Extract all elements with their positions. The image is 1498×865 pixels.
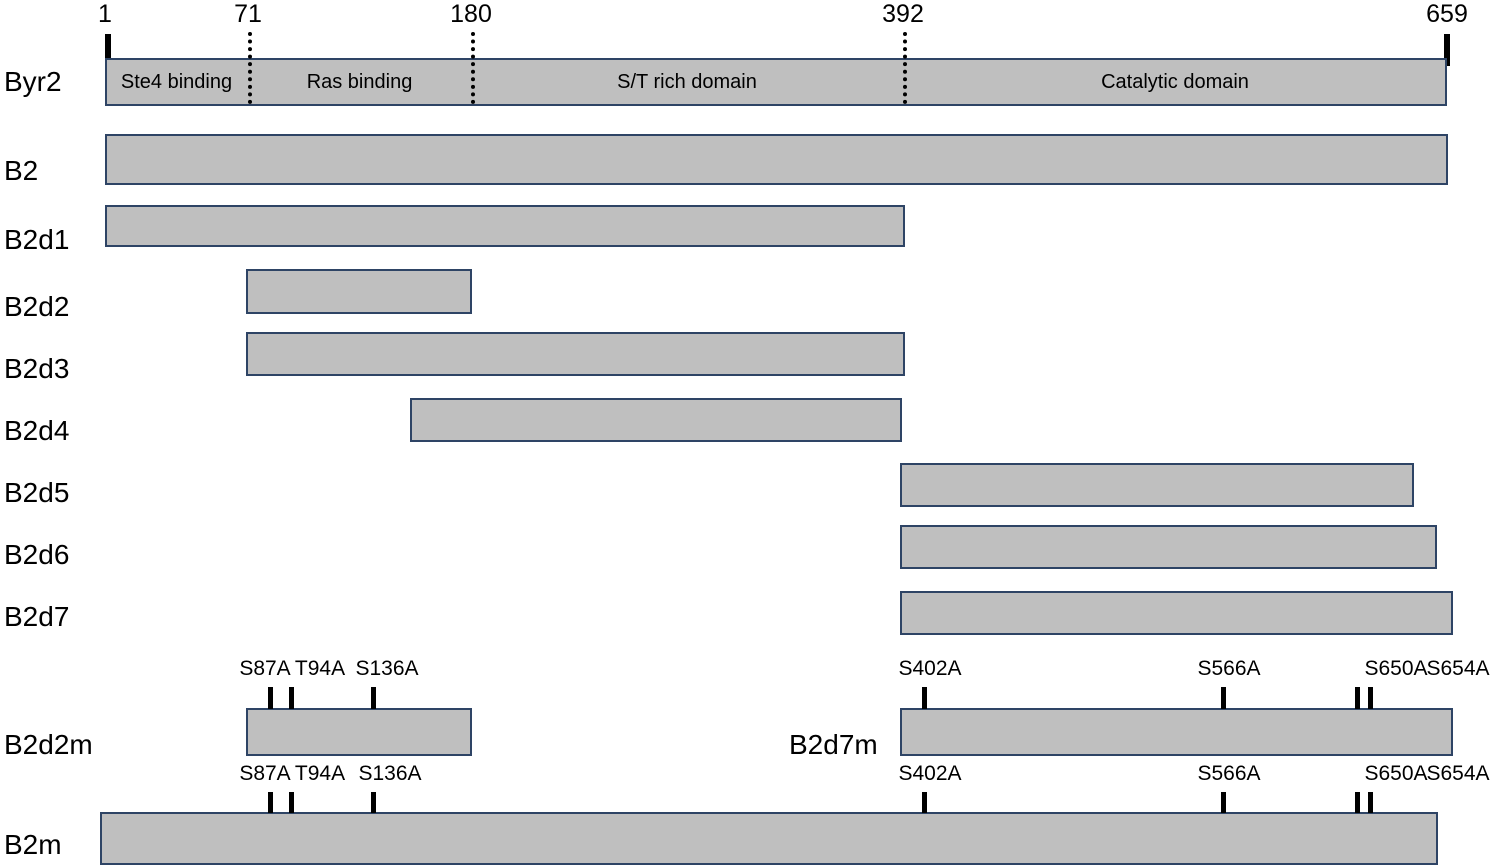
mutation-label-s87a: S87A bbox=[239, 657, 291, 680]
scale-number-392: 392 bbox=[882, 0, 924, 28]
mutation-label-s650a: S650A bbox=[1364, 657, 1428, 680]
row-label-b2d7: B2d7 bbox=[4, 601, 70, 632]
construct-bar-b2m bbox=[100, 812, 1438, 865]
row-label-b2m: B2m bbox=[4, 829, 62, 860]
construct-bar-b2d7m bbox=[900, 708, 1453, 756]
construct-bar-b2d2m bbox=[246, 708, 472, 756]
mutation-label-b2m-s566a: S566A bbox=[1197, 762, 1261, 785]
mutation-tick-s136a bbox=[371, 687, 376, 709]
mutation-label-b2m-s654a: S654A bbox=[1426, 762, 1490, 785]
construct-bar-b2d4 bbox=[410, 398, 902, 442]
row-label-b2d5: B2d5 bbox=[4, 477, 70, 508]
scale-number-71: 71 bbox=[234, 0, 262, 28]
mutation-label-s566a: S566A bbox=[1197, 657, 1261, 680]
row-label-b2d2m: B2d2m bbox=[4, 729, 93, 760]
mutation-tick-b2m-s402a bbox=[922, 792, 927, 813]
mutation-tick-b2m-s136a bbox=[371, 792, 376, 813]
mutation-label-s402a: S402A bbox=[898, 657, 962, 680]
construct-bar-b2d6 bbox=[900, 525, 1437, 569]
mutation-tick-s654a bbox=[1368, 687, 1373, 709]
divider-392 bbox=[903, 32, 907, 104]
divider-71 bbox=[248, 32, 252, 104]
mutation-label-b2m-s87a: S87A bbox=[239, 762, 291, 785]
mutation-tick-s87a bbox=[268, 687, 273, 709]
mutation-tick-s650a bbox=[1355, 687, 1360, 709]
row-label-b2: B2 bbox=[4, 155, 39, 186]
scale-number-180: 180 bbox=[450, 0, 492, 28]
construct-bar-b2d5 bbox=[900, 463, 1414, 507]
row-label-b2d1: B2d1 bbox=[4, 224, 70, 255]
mutation-tick-b2m-t94a bbox=[289, 792, 294, 813]
construct-bar-b2d1 bbox=[105, 205, 905, 247]
row-label-b2d4: B2d4 bbox=[4, 415, 70, 446]
row-label-b2d3: B2d3 bbox=[4, 353, 70, 384]
mutation-tick-s566a bbox=[1221, 687, 1226, 709]
scale-number-659: 659 bbox=[1426, 0, 1468, 28]
mutation-label-t94a: T94A bbox=[294, 657, 346, 680]
end-tick bbox=[1444, 34, 1450, 66]
mutation-label-b2m-s402a: S402A bbox=[898, 762, 962, 785]
mutation-tick-b2m-s87a bbox=[268, 792, 273, 813]
construct-bar-b2 bbox=[105, 134, 1448, 185]
construct-bar-b2d7 bbox=[900, 591, 1453, 635]
start-tick bbox=[105, 34, 111, 66]
construct-bar-b2d3 bbox=[246, 332, 905, 376]
row-label-b2d6: B2d6 bbox=[4, 539, 70, 570]
byr2-domain-bar bbox=[105, 58, 1447, 106]
construct-bar-b2d2 bbox=[246, 269, 472, 314]
mutation-label-b2m-s136a: S136A bbox=[358, 762, 422, 785]
row-label-byr2: Byr2 bbox=[4, 66, 62, 97]
mutation-label-s654a: S654A bbox=[1426, 657, 1490, 680]
mutation-tick-b2m-s654a bbox=[1368, 792, 1373, 813]
mutation-tick-b2m-s650a bbox=[1355, 792, 1360, 813]
row-label-b2d7m: B2d7m bbox=[789, 729, 878, 760]
mutation-label-s136a: S136A bbox=[355, 657, 419, 680]
mutation-label-b2m-t94a: T94A bbox=[294, 762, 346, 785]
mutation-tick-b2m-s566a bbox=[1221, 792, 1226, 813]
mutation-tick-s402a bbox=[922, 687, 927, 709]
divider-180 bbox=[471, 32, 475, 104]
row-label-b2d2: B2d2 bbox=[4, 291, 70, 322]
scale-number-1: 1 bbox=[98, 0, 112, 28]
mutation-tick-t94a bbox=[289, 687, 294, 709]
mutation-label-b2m-s650a: S650A bbox=[1364, 762, 1428, 785]
